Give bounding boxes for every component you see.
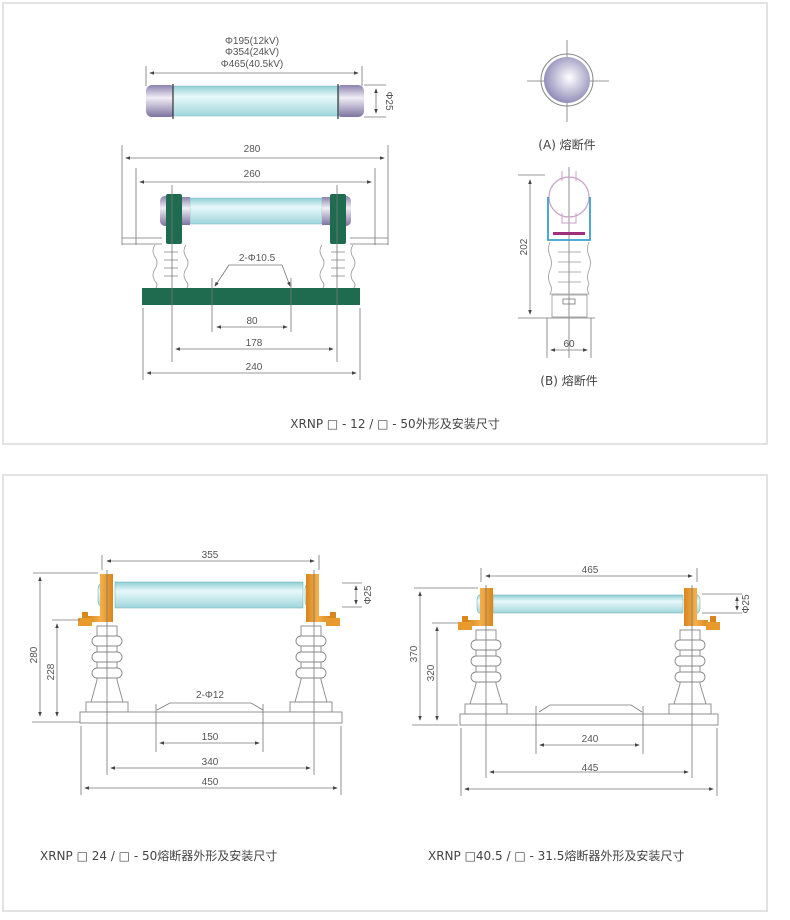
fuse-end-ring bbox=[540, 53, 594, 107]
fuse-tube bbox=[172, 85, 340, 117]
front-view-drawing: 280 260 2-Φ10.5 bbox=[121, 144, 389, 380]
fuse-24kv-drawing: 355 Φ25 280 228 bbox=[29, 550, 374, 795]
top-panel-caption: XRNP □ - 12 / □ - 50外形及安装尺寸 bbox=[290, 416, 499, 431]
green-mount-left bbox=[166, 194, 182, 244]
green-mount-right bbox=[330, 194, 346, 244]
fuse-length-label-12kv: Φ195(12kV) bbox=[225, 36, 279, 47]
bracket-right-24kv bbox=[306, 574, 330, 622]
dim-diameter-40-5kv: Φ25 bbox=[741, 594, 752, 614]
dim-insulator-spacing-178: 178 bbox=[246, 338, 263, 349]
fuse-diameter-label: Φ25 bbox=[383, 91, 394, 111]
fuse-element-drawing: Φ195(12kV) Φ354(24kV) Φ465(40.5kV) Φ25 bbox=[145, 36, 394, 119]
front-fuse-tube bbox=[189, 197, 323, 225]
fuse-end-cap-right bbox=[336, 85, 364, 117]
fuse-end-cap-left bbox=[146, 85, 176, 117]
dim-hole-spacing-80: 80 bbox=[246, 316, 258, 327]
dim-240: 240 bbox=[582, 734, 599, 745]
bracket-right-40-5kv bbox=[684, 588, 708, 626]
dim-465: 465 bbox=[582, 565, 599, 576]
green-base-plate bbox=[142, 288, 360, 305]
dim-diameter-24kv: Φ25 bbox=[363, 585, 374, 605]
view-b-height-202: 202 bbox=[519, 238, 530, 255]
dim-445: 445 bbox=[582, 763, 599, 774]
insulator-right-40-5kv bbox=[668, 629, 712, 715]
view-b-caption: (B) 熔断件 bbox=[540, 373, 597, 388]
fuse-length-label-40-5kv: Φ465(40.5kV) bbox=[221, 59, 283, 70]
view-b-insulator bbox=[548, 241, 591, 295]
base-plate-40-5kv bbox=[459, 713, 719, 726]
fuse-40-5kv-drawing: 465 Φ25 370 320 bbox=[409, 565, 752, 796]
fuse-tube-40-5kv bbox=[492, 594, 684, 614]
fuse-length-label-24kv: Φ354(24kV) bbox=[225, 47, 279, 58]
view-b-clip bbox=[547, 197, 591, 241]
bracket-left-40-5kv bbox=[468, 588, 493, 626]
fuse-tube-24kv bbox=[114, 581, 304, 609]
dim-holes-label: 2-Φ10.5 bbox=[239, 253, 276, 264]
dim-355: 355 bbox=[202, 550, 219, 561]
dim-340: 340 bbox=[202, 757, 219, 768]
dim-overall-280: 280 bbox=[244, 144, 261, 155]
view-b-width-60: 60 bbox=[563, 339, 575, 350]
bracket-left-24kv bbox=[88, 574, 113, 622]
view-a-drawing: (A) 熔断件 bbox=[527, 40, 609, 152]
dim-holes-24kv: 2-Φ12 bbox=[196, 690, 224, 701]
top-panel bbox=[2, 2, 768, 445]
dim-280: 280 bbox=[29, 646, 40, 663]
fuse-end-ball bbox=[544, 57, 590, 103]
dim-base-length-240: 240 bbox=[246, 362, 263, 373]
dim-370: 370 bbox=[409, 645, 420, 662]
insulator-right-24kv bbox=[289, 625, 333, 713]
dim-320: 320 bbox=[426, 664, 437, 681]
bottom-panel bbox=[2, 474, 768, 912]
left-drawing-caption: XRNP □ 24 / □ - 50熔断器外形及安装尺寸 bbox=[40, 848, 277, 863]
base-plate-24kv bbox=[79, 711, 343, 724]
dim-150: 150 bbox=[202, 732, 219, 743]
view-b-drawing: 202 60 (B) 熔断件 bbox=[518, 167, 598, 388]
view-b-fuse-ring bbox=[548, 176, 590, 218]
right-drawing-caption: XRNP □40.5 / □ - 31.5熔断器外形及安装尺寸 bbox=[428, 848, 684, 863]
dim-span-260: 260 bbox=[244, 169, 261, 180]
dim-228: 228 bbox=[46, 663, 57, 680]
view-a-caption: (A) 熔断件 bbox=[538, 137, 595, 152]
dim-450: 450 bbox=[202, 777, 219, 788]
